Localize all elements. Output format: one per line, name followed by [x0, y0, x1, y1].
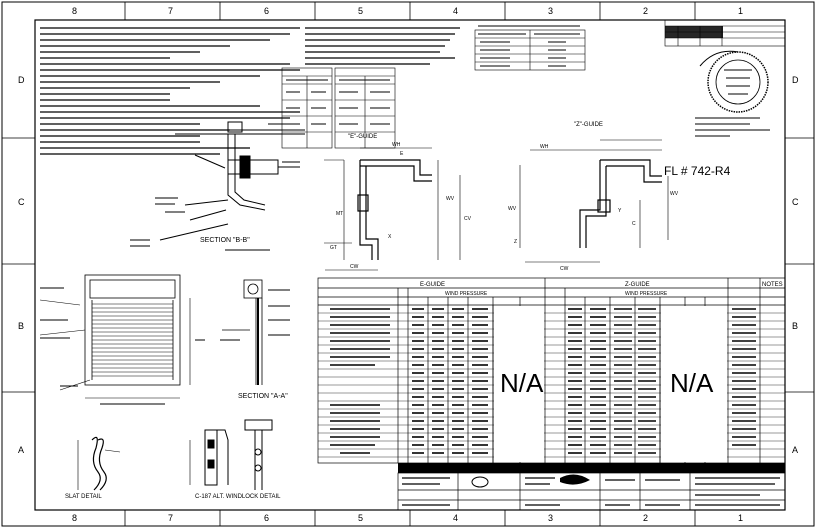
windlock-detail-drawing — [189, 419, 273, 490]
z-guide-dim-y: Y — [618, 208, 622, 214]
table-header-e-guide: E-GUIDE — [420, 282, 445, 288]
e-guide-dim-cv: CV — [464, 216, 472, 222]
e-guide-dim-wh: WH — [392, 142, 401, 148]
e-guide-dim-e: E — [400, 151, 404, 157]
clearance-table-text — [478, 25, 580, 67]
z-guide-title: "Z"-GUIDE — [574, 122, 603, 128]
table-header-wind-pressure-left: WIND PRESSURE — [445, 291, 488, 297]
zone-bottom-7: 7 — [168, 513, 174, 523]
zone-left-c: C — [18, 197, 25, 207]
zone-bottom-5: 5 — [358, 513, 364, 523]
zone-bottom-3: 3 — [548, 513, 554, 523]
e-guide-dim-cw: CW — [350, 264, 359, 270]
zone-top-4: 4 — [453, 6, 459, 16]
door-elevation-labels — [40, 287, 205, 405]
section-aa-labels — [220, 289, 290, 341]
zone-top-5: 5 — [358, 6, 364, 16]
clearance-table — [474, 29, 586, 71]
zone-right-d: D — [792, 75, 799, 85]
fastener-table-text — [286, 79, 390, 125]
e-guide-dim-wv: WV — [446, 196, 455, 202]
na-cell-right-bg — [661, 306, 727, 462]
design-table-cell-marks — [330, 308, 390, 454]
zone-bottom-2: 2 — [643, 513, 649, 523]
na-left: N/A — [500, 368, 544, 398]
zone-bottom-6: 6 — [264, 513, 270, 523]
windlock-detail-title: C-187 ALT. WINDLOCK DETAIL — [195, 494, 281, 500]
fastener-table-left — [281, 67, 333, 149]
revision-block-fill — [665, 26, 723, 38]
engineer-signature-block — [695, 117, 770, 137]
e-guide-profile — [357, 159, 432, 260]
zone-top-1: 1 — [738, 6, 744, 16]
e-guide-dimensions — [324, 147, 461, 271]
e-guide-dim-mt: MT — [336, 211, 343, 217]
table-header-wind-pressure-right: WIND PRESSURE — [625, 291, 668, 297]
e-guide-dim-gt: GT — [330, 245, 337, 251]
e-guide-title: "E"-GUIDE — [348, 134, 377, 140]
fl-number: FL # 742-R4 — [664, 164, 731, 178]
engineer-seal — [699, 50, 769, 113]
door-slats — [92, 303, 173, 377]
section-aa-drawing — [222, 279, 263, 385]
e-guide-dim-x: X — [388, 234, 392, 240]
design-table-values-left — [412, 308, 488, 454]
section-bb-labels — [130, 123, 300, 251]
z-guide-dim-wv2: WV — [670, 191, 679, 197]
general-notes-block — [40, 27, 300, 155]
zone-left-d: D — [18, 75, 25, 85]
zone-left-a: A — [18, 445, 25, 455]
z-guide-dimensions — [519, 139, 669, 263]
design-table-values-right — [568, 308, 756, 454]
zone-right-a: A — [792, 445, 799, 455]
z-guide-dim-wh: WH — [540, 144, 549, 150]
table-header-z-guide: Z-GUIDE — [625, 282, 650, 288]
zone-left-b: B — [18, 321, 25, 331]
section-bb-title: SECTION "B-B" — [200, 237, 250, 244]
na-cell-left-bg — [494, 306, 544, 462]
table-header-notes: NOTES — [762, 282, 783, 288]
zone-right-b: B — [792, 321, 799, 331]
z-guide-dim-z: Z — [514, 239, 517, 245]
title-block-bar — [398, 463, 785, 473]
zone-top-8: 8 — [72, 6, 78, 16]
z-guide-dim-wv: WV — [508, 206, 517, 212]
z-guide-dim-cw: CW — [560, 266, 569, 272]
door-elevation-dims — [39, 298, 191, 399]
zone-bottom-4: 4 — [453, 513, 459, 523]
slat-detail-drawing — [77, 436, 121, 491]
zone-top-3: 3 — [548, 6, 554, 16]
company-logo — [471, 474, 590, 488]
section-aa-title: SECTION "A-A" — [238, 393, 288, 400]
zone-right-c: C — [792, 197, 799, 207]
zone-bottom-8: 8 — [72, 513, 78, 523]
na-right: N/A — [670, 368, 714, 398]
zone-top-6: 6 — [264, 6, 270, 16]
z-guide-dim-c: C — [632, 221, 636, 227]
zone-top-2: 2 — [643, 6, 649, 16]
title-block-text — [402, 477, 780, 506]
section-bb-drawing — [159, 121, 305, 241]
z-guide-profile — [579, 159, 662, 248]
zone-bottom-1: 1 — [738, 513, 744, 523]
title-block-grid — [397, 472, 786, 511]
notes-continued — [305, 27, 460, 65]
zone-top-7: 7 — [168, 6, 174, 16]
door-elevation — [84, 274, 181, 386]
slat-detail-title: SLAT DETAIL — [65, 494, 102, 500]
